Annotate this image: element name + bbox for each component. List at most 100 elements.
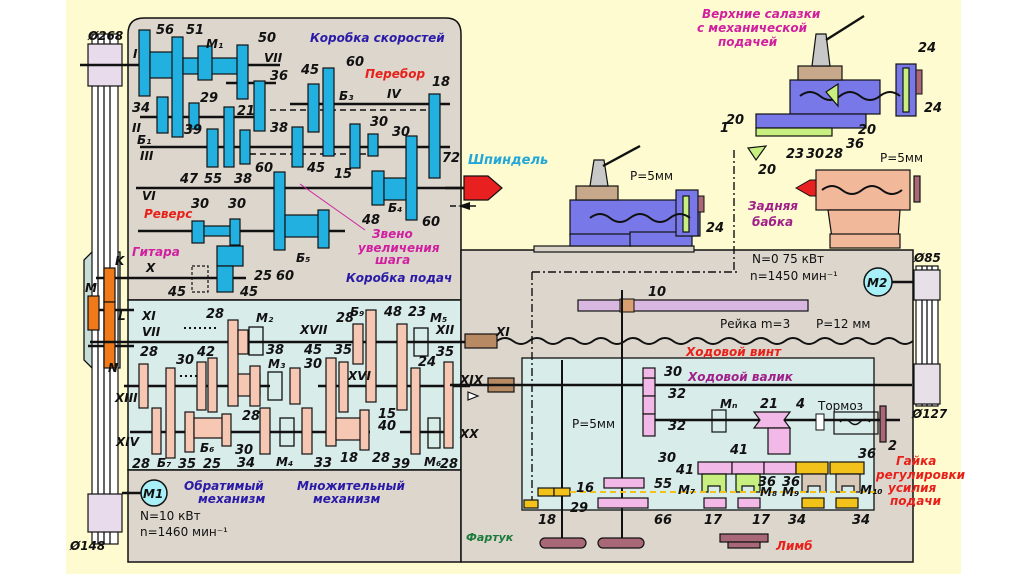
pulley-268-label: Ø268	[87, 29, 123, 43]
gear-35-28	[443, 361, 454, 449]
gear-num: 33	[314, 456, 332, 471]
gear-num: 39	[392, 457, 410, 472]
shaft-label-II: II	[132, 121, 141, 135]
motor-M2-label: M2	[867, 276, 887, 290]
gear-num: 48	[383, 305, 402, 320]
gear-num: 32	[668, 387, 686, 402]
carriage-pitch-label: P=5мм	[630, 169, 673, 183]
gear-30-reverse-b	[229, 218, 241, 246]
tool-post-handle	[602, 144, 641, 168]
gear-num: 18	[432, 75, 450, 90]
gear-num: 17	[752, 513, 771, 528]
gear-34-a	[801, 497, 825, 509]
upper-slide-label-3: подачей	[718, 35, 778, 49]
gear-num: 50	[258, 31, 276, 46]
guitar-label: Гитара	[132, 245, 180, 259]
gear-num: 66	[654, 513, 672, 528]
block-label-B6: Б₆	[200, 441, 214, 455]
gear-38	[249, 365, 261, 407]
gear-28-B9	[352, 323, 364, 365]
gear-L	[103, 301, 116, 343]
gear-45-dashed	[191, 265, 209, 293]
multiplier-mechanism-label-2: механизм	[313, 492, 380, 506]
feed-force-nut-label-3: усилия	[888, 481, 937, 495]
gear-60-B3	[322, 67, 335, 157]
gear-num: 34	[788, 513, 806, 528]
gear-num: 15	[334, 167, 352, 182]
pitch-link-leader	[299, 183, 366, 231]
slide-gear-28: 28	[825, 147, 843, 162]
gear-num: 28	[440, 457, 458, 472]
gear-42	[207, 357, 218, 413]
gear-num: 29	[570, 501, 588, 516]
gear-18-apron	[523, 499, 539, 509]
shaft-label-XVII: XVII	[299, 323, 328, 337]
gear-num: 41	[729, 443, 748, 458]
clutch-label-M6: M₆	[424, 455, 441, 469]
pulley-148-label: Ø148	[69, 539, 105, 553]
gear-num: 30	[176, 353, 194, 368]
feed-box-label: Коробка подач	[346, 271, 452, 285]
gear-num: 36	[782, 475, 800, 490]
shaft-label-XI: XI	[141, 309, 156, 323]
motor-M2-power: N=0 75 кВт	[752, 252, 824, 266]
pulley-85-label: Ø85	[913, 251, 941, 265]
clutch-label-M9: M₉	[782, 485, 799, 499]
gear-num: 60	[346, 55, 364, 70]
gear-32-a	[642, 377, 656, 397]
gear-16	[537, 487, 555, 497]
block-label-B4: Б₄	[388, 201, 402, 215]
pulley-85	[913, 269, 941, 301]
gear-28-35-B7	[165, 367, 176, 459]
shaft-label-XII: XII	[435, 323, 455, 337]
upper-slide-label-1: Верхние салазки	[702, 7, 821, 21]
block-label-B1: Б₁	[137, 133, 151, 147]
rack-label: Рейка m=3	[720, 317, 790, 331]
pulley-127	[913, 363, 941, 405]
gear-num: 24	[418, 355, 436, 370]
gear-28-XIV-b	[359, 409, 370, 451]
apron-mechanism	[523, 360, 900, 549]
gear-num: 55	[204, 172, 222, 187]
clutch-M5	[413, 327, 429, 357]
gear-num: 29	[200, 91, 218, 106]
gear-num: 56	[156, 23, 174, 38]
clutch-M2	[248, 326, 264, 356]
shaft-label-X: X	[145, 261, 156, 275]
gear-num: 28	[372, 451, 390, 466]
brake-label: Тормоз	[817, 399, 863, 413]
shaft-label-XI-screw: XI	[495, 325, 510, 339]
gear-30-34	[259, 407, 271, 455]
clutch-M10	[835, 473, 861, 493]
gear-num: 30	[392, 125, 410, 140]
pitch-link-label-3: шага	[375, 253, 410, 267]
feed-force-nut-label-2: регулировки	[875, 468, 966, 482]
clutch-M8	[735, 473, 761, 493]
gear-num: 30	[658, 451, 676, 466]
shaft-label-IV: IV	[387, 87, 402, 101]
dial-label: Лимб	[775, 539, 813, 553]
tailstock-label-1: Задняя	[748, 199, 798, 213]
gear-num: 34	[237, 456, 255, 471]
gear-num: 45	[303, 343, 322, 358]
gear-num: 28	[242, 409, 260, 424]
worm-wheel-21	[752, 411, 792, 429]
gear-num: 36	[270, 69, 288, 84]
upper-slide	[746, 14, 923, 162]
gear-num: 4	[795, 397, 805, 412]
gear-30-III	[367, 133, 379, 157]
shaft-label-XIX: XIX	[459, 373, 484, 387]
dial	[719, 533, 769, 543]
gear-48-15	[365, 309, 377, 403]
clutch-Mn	[711, 409, 727, 433]
shaft-label-XVI: XVI	[347, 369, 372, 383]
motor-M1-speed: n=1460 мин⁻¹	[140, 525, 228, 539]
guitar-gear-L-label: L	[118, 309, 126, 323]
spindle-arrow-icon	[458, 202, 470, 210]
gear-48-B4	[371, 170, 385, 206]
gear-60-B5	[273, 171, 286, 251]
gear-num: 16	[576, 481, 594, 496]
gear-num: 60	[276, 269, 294, 284]
gear-17-a	[703, 497, 727, 509]
